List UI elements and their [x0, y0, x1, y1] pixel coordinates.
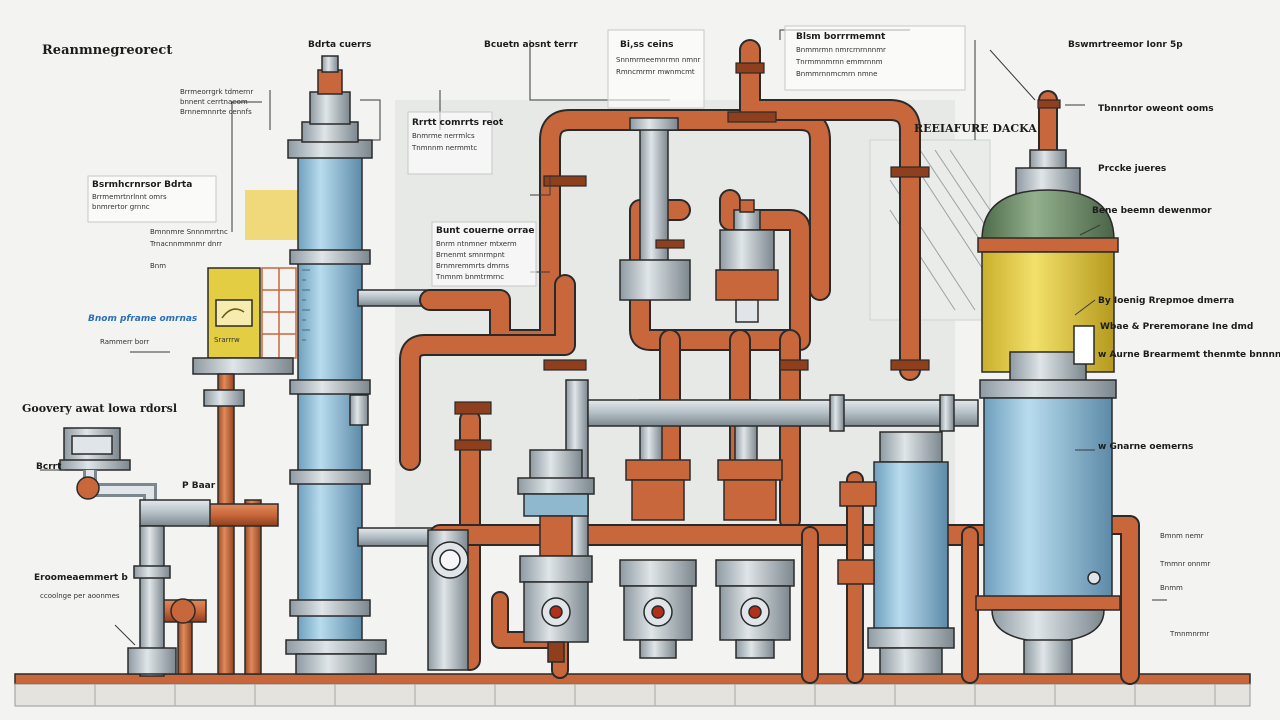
- right-label-1: Tbnnrtor oweont ooms: [1098, 104, 1214, 114]
- note-b-line-2: Tnmnnm nermmtc: [412, 144, 478, 152]
- top-right-box-line-1: Bnmmrmn nmrcrnrnnnmr: [796, 46, 886, 54]
- note-b-line-1: Bnmrme nerrmlcs: [412, 132, 475, 140]
- floor-base: [14, 683, 1251, 707]
- left-blue-label: Bnom pframe omrnas: [88, 314, 198, 324]
- right-label-5: Wbae & Preremorane Ine dmd: [1100, 322, 1254, 332]
- note-boxes: [87, 25, 966, 287]
- note-left-3-line-1: Bmnnmre Snnnmrrtnc: [150, 228, 228, 236]
- center-note-line-2: Brnenmt smnrmpnt: [436, 251, 505, 259]
- column-scale: [302, 269, 310, 341]
- bottom-right-note-4: Tmnmnrmr: [1170, 630, 1210, 638]
- top-right-box-label: Blsm borrrmemnt: [796, 32, 886, 42]
- left-valve-assembly: [59, 427, 211, 677]
- top-right-box-line-2: Tnrmmnmrnn emmrnnm: [796, 58, 883, 66]
- pump-label: P Baar: [182, 481, 216, 491]
- left-copper-pipes: [159, 373, 279, 675]
- pump-right: [715, 459, 795, 659]
- yellow-backdrop: [245, 190, 300, 240]
- leader-lines: [40, 29, 1167, 646]
- right-label-3: Bene beemn dewenmor: [1092, 206, 1212, 216]
- note-b-label: Rrrtt comrrts reot: [412, 118, 504, 128]
- right-label-4: By Ioenig Rrepmoe dmerra: [1098, 296, 1235, 306]
- note-left-2-line-2: bnmrertor grnnc: [92, 203, 150, 211]
- bottom-right-note-2: Tmmnr onnmr: [1160, 560, 1211, 568]
- note-left-1-line-3: Brnnemnnrte cennfs: [180, 108, 252, 116]
- control-panel: [192, 267, 297, 375]
- control-panel-sign: Srarrrw: [214, 336, 240, 344]
- pump-left: [517, 449, 595, 663]
- gate-valve-top: [619, 199, 779, 323]
- center-note-line-3: Brnmremmrts dmrns: [436, 262, 510, 270]
- background-panel-right: [869, 139, 991, 321]
- bottom-left-sub: ccoolnge per aoonmes: [40, 592, 120, 600]
- diagram-title: Reanmnegreorect: [42, 43, 173, 58]
- side-label: Goovery awat lowa rdorsl: [22, 402, 178, 415]
- heat-exchanger: [837, 431, 955, 675]
- right-label-6: w Aurne Brearmemt thenmte bnnnne: [1098, 350, 1280, 360]
- note-left-1-line-2: bnnent cerrtnaeom: [180, 98, 248, 106]
- top-box-label: Bi,ss ceins: [620, 40, 674, 50]
- reactor-label: REEIAFURE DACKA: [914, 122, 1037, 135]
- bottom-right-note-3: Bnmm: [1160, 584, 1183, 592]
- center-note-line-4: Tnmnm bnmtrmrnc: [436, 273, 505, 281]
- pump-center: [619, 459, 697, 659]
- small-tag-label: Bcrrt: [36, 462, 62, 472]
- right-label-7: w Gnarne oemerns: [1098, 442, 1194, 452]
- note-left-1-line-1: Brrmeorrgrk tdmernr: [180, 88, 254, 96]
- note-c-label: Bcuetn aosnt terrr: [484, 40, 578, 50]
- left-blue-sub: Rammerr borr: [100, 338, 150, 346]
- pressure-gauge: [427, 529, 469, 671]
- floor-rail: [14, 673, 1251, 685]
- note-left-3-line-3: Bnm: [150, 262, 167, 270]
- top-box-line-2: Rmncmrmr mwnmcmt: [616, 68, 695, 76]
- top-box-line-1: Snnmrmeemnrmn nmnr: [616, 56, 701, 64]
- center-note-line-1: Bnrm ntnmner mtxerm: [436, 240, 517, 248]
- bottom-right-note-1: Bmnm nemr: [1160, 532, 1204, 540]
- upper-left-steel-pipe: [357, 289, 449, 547]
- note-left-3-line-2: Trnacnnmmnmr dnrr: [150, 240, 222, 248]
- floor-tiles: [94, 684, 1216, 706]
- distillation-column: [285, 55, 387, 675]
- right-head-label: Bswmrtreemor Ionr 5p: [1068, 40, 1183, 50]
- top-right-box-line-3: Bnmmrnnmcmrn nmne: [796, 70, 878, 78]
- center-box-label: Bunt couerne orrae: [436, 226, 535, 236]
- right-label-2: Prccke jueres: [1098, 164, 1167, 174]
- note-a-label: Bsrmhcrnrsor Bdrta: [92, 180, 193, 190]
- bottom-left-head: Eroomeaemmert b: [34, 573, 128, 583]
- note-left-2-line-1: Brrmemrtnrlnnt omrs: [92, 193, 167, 201]
- column-top-label: Bdrta cuerrs: [308, 40, 372, 50]
- pipe-flanges: [454, 62, 1061, 451]
- reactor-vessel: [975, 149, 1121, 675]
